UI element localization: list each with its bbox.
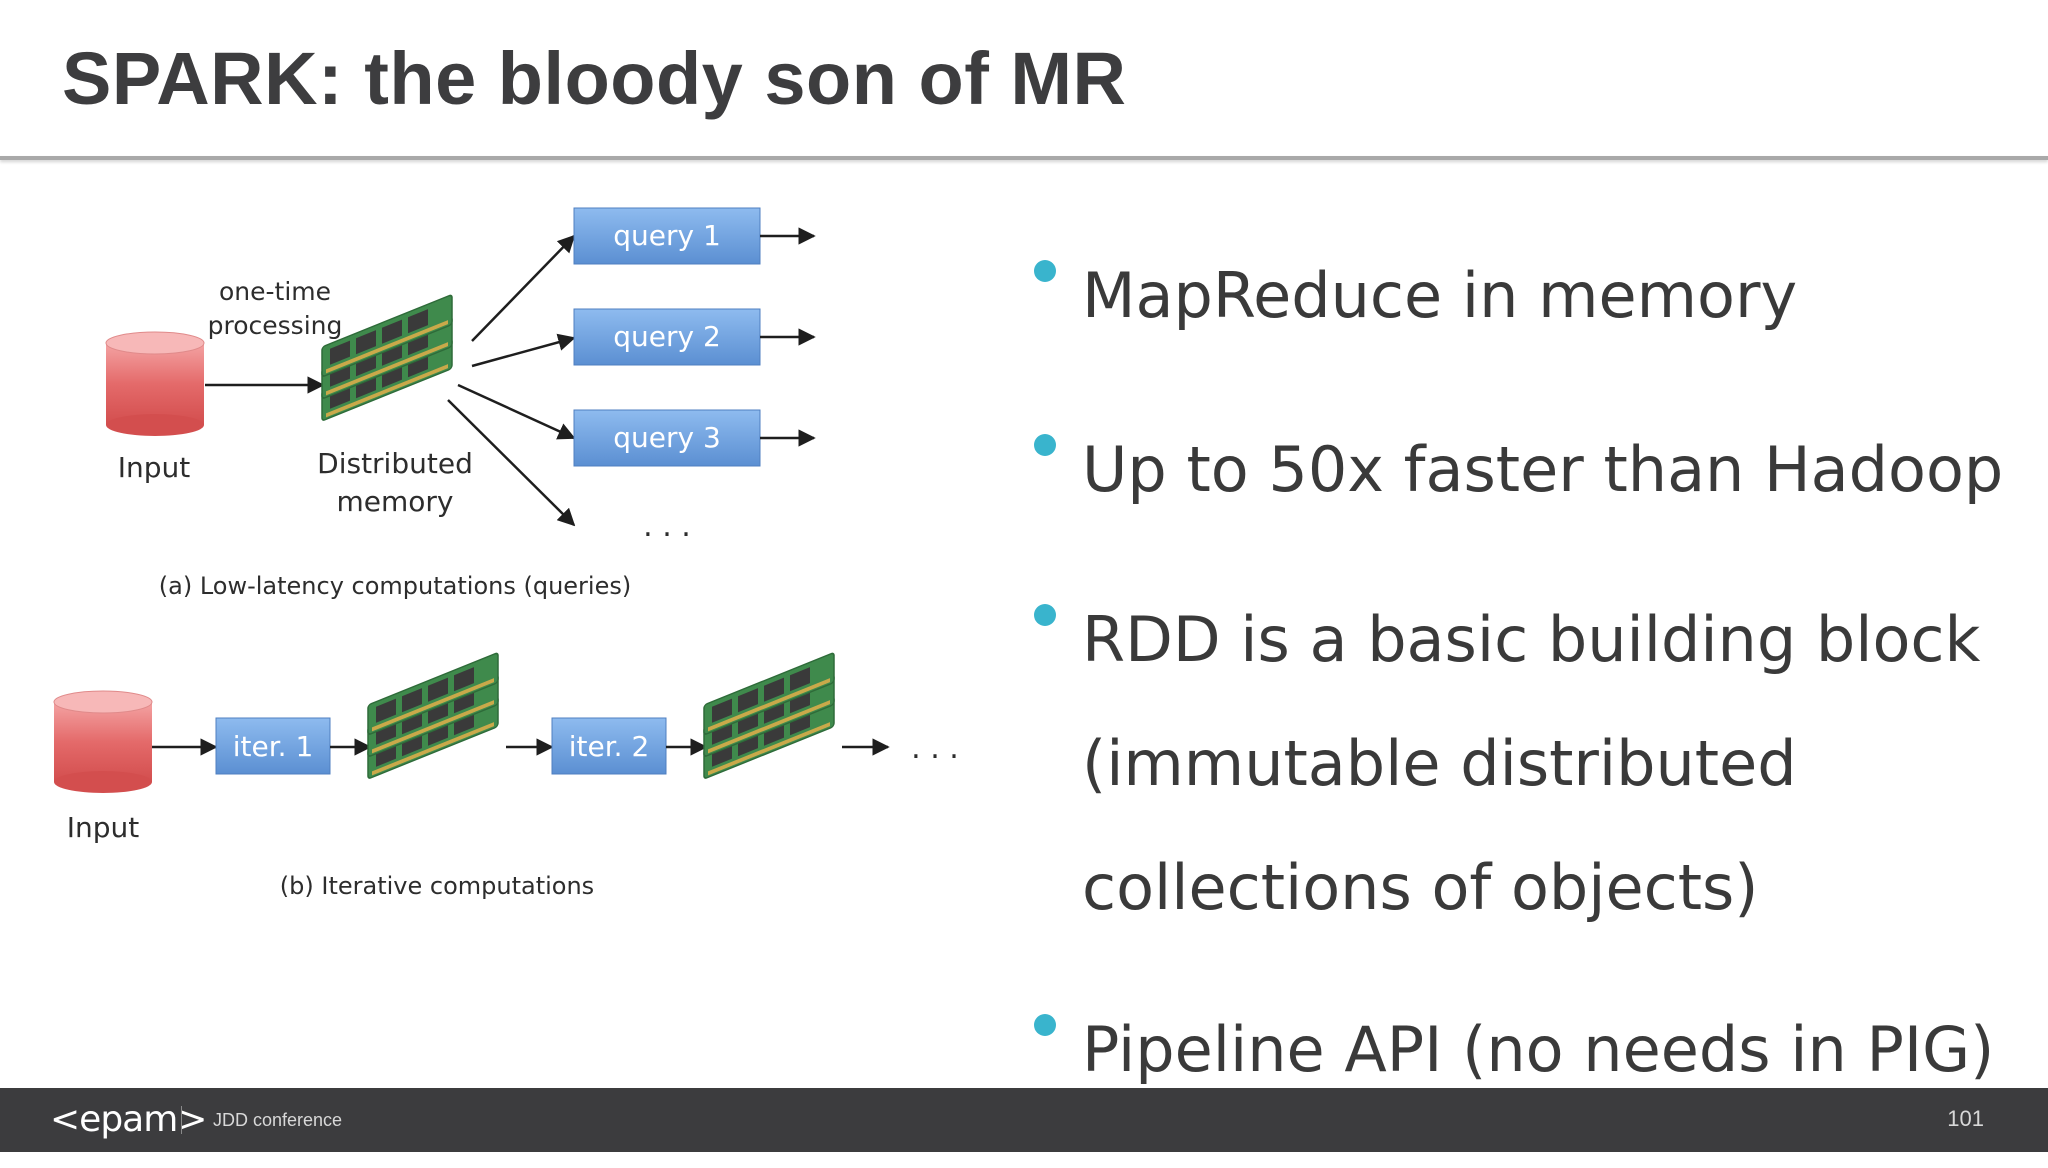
bullet-text: Up to 50x faster than Hadoop — [1082, 433, 2004, 506]
query-label-2: query 2 — [613, 320, 721, 353]
ram-stack-b1 — [367, 651, 499, 780]
iter-box-2: iter. 2 — [551, 717, 667, 775]
query-box-3: query 3 — [573, 409, 761, 467]
iter-box-1: iter. 1 — [215, 717, 331, 775]
query-box-1: query 1 — [573, 207, 761, 265]
page-number: 101 — [1947, 1106, 1984, 1131]
slide-title: SPARK: the bloody son of MR — [62, 37, 1127, 120]
query-label-1: query 1 — [613, 219, 721, 252]
one-time-label: one-time — [219, 277, 331, 306]
bullet-text: Pipeline API (no needs in PIG) — [1082, 1013, 1995, 1086]
ram-stack-b2 — [703, 651, 835, 780]
caption-a: (a) Low-latency computations (queries) — [159, 572, 631, 600]
cylinder-input-a — [105, 331, 205, 436]
query-label-3: query 3 — [613, 421, 721, 454]
footer-separator — [181, 1106, 182, 1134]
bullet-dot-icon — [1034, 434, 1056, 456]
iter-label-2: iter. 2 — [569, 730, 650, 763]
conference-name: JDD conference — [213, 1110, 343, 1130]
bullet-dot-icon — [1034, 1014, 1056, 1036]
query-box-2: query 2 — [573, 308, 761, 366]
footer-bar: <epam> JDD conference 101 — [0, 1088, 2048, 1152]
arrow-to-query-1 — [471, 234, 576, 342]
cylinder-input-b — [53, 690, 153, 793]
spark-diagram: Input one-time processing Distributed me… — [53, 207, 959, 900]
bullet-text: MapReduce in memory — [1082, 259, 1798, 332]
arrow-to-more-queries — [447, 399, 576, 527]
arrow-to-query-3 — [457, 383, 576, 440]
ellipsis-a: . . . — [643, 509, 691, 544]
bullet-item: Up to 50x faster than Hadoop — [1030, 408, 2040, 532]
iter-label-1: iter. 1 — [233, 730, 314, 763]
bullet-dot-icon — [1034, 604, 1056, 626]
input-label-a: Input — [118, 451, 191, 484]
ellipsis-b: . . . — [911, 731, 959, 766]
bullet-list: MapReduce in memory Up to 50x faster tha… — [1030, 234, 2040, 1168]
epam-logo: <epam> — [50, 1099, 207, 1140]
bullet-item: Pipeline API (no needs in PIG) — [1030, 988, 2040, 1112]
input-label-b: Input — [67, 811, 140, 844]
distributed-label: Distributed — [317, 447, 473, 480]
title-divider — [0, 156, 2048, 160]
caption-b: (b) Iterative computations — [280, 872, 594, 900]
bullet-dot-icon — [1034, 260, 1056, 282]
bullet-text: RDD is a basic building block (immutable… — [1082, 603, 1981, 924]
memory-label: memory — [337, 485, 454, 518]
bullet-item: MapReduce in memory — [1030, 234, 2040, 358]
arrow-to-query-2 — [471, 333, 576, 368]
processing-label: processing — [208, 311, 343, 340]
bullet-item: RDD is a basic building block (immutable… — [1030, 578, 2040, 950]
